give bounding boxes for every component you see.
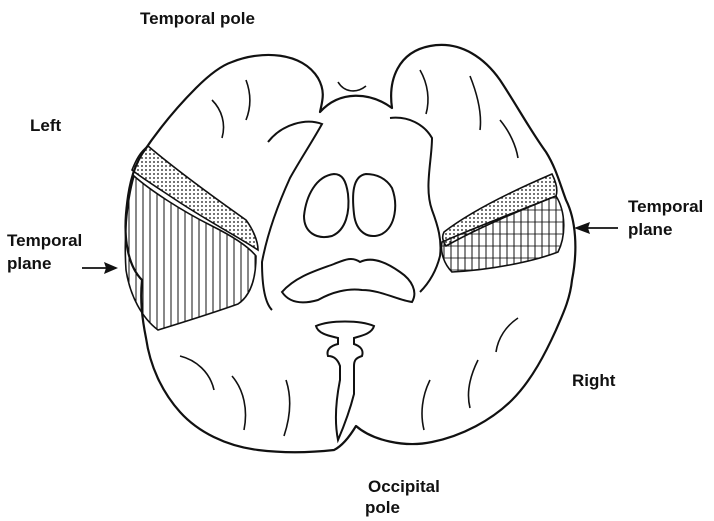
left-ventricle bbox=[304, 174, 348, 237]
central-cavity bbox=[282, 259, 414, 302]
sulcus-8 bbox=[284, 380, 290, 436]
label-temporal-plane-right-2: plane bbox=[628, 219, 672, 240]
sulcus-4 bbox=[470, 76, 481, 130]
label-temporal-plane-right-1: Temporal bbox=[628, 196, 703, 217]
right-inner-contour bbox=[390, 118, 441, 292]
sulcus-10 bbox=[468, 360, 478, 408]
label-occipital-pole-2: pole bbox=[365, 497, 400, 518]
sulcus-5 bbox=[500, 120, 518, 158]
vermis bbox=[316, 322, 374, 441]
label-left: Left bbox=[30, 115, 61, 136]
sulcus-1 bbox=[212, 100, 224, 138]
label-occipital-pole-1: Occipital bbox=[368, 476, 440, 497]
sulcus-7 bbox=[232, 376, 246, 430]
sulcus-3 bbox=[420, 70, 428, 114]
label-temporal-plane-left-1: Temporal bbox=[7, 230, 82, 251]
right-arrow-head bbox=[574, 222, 590, 234]
midline-notch bbox=[338, 82, 366, 91]
right-ventricle bbox=[353, 174, 395, 236]
label-right: Right bbox=[572, 370, 615, 391]
label-temporal-plane-left-2: plane bbox=[7, 253, 51, 274]
sulcus-2 bbox=[246, 80, 250, 120]
label-temporal-pole: Temporal pole bbox=[140, 8, 255, 29]
sulcus-6 bbox=[180, 356, 214, 390]
left-arrow-head bbox=[104, 262, 118, 274]
sulcus-11 bbox=[496, 318, 518, 352]
sulcus-9 bbox=[422, 380, 430, 430]
